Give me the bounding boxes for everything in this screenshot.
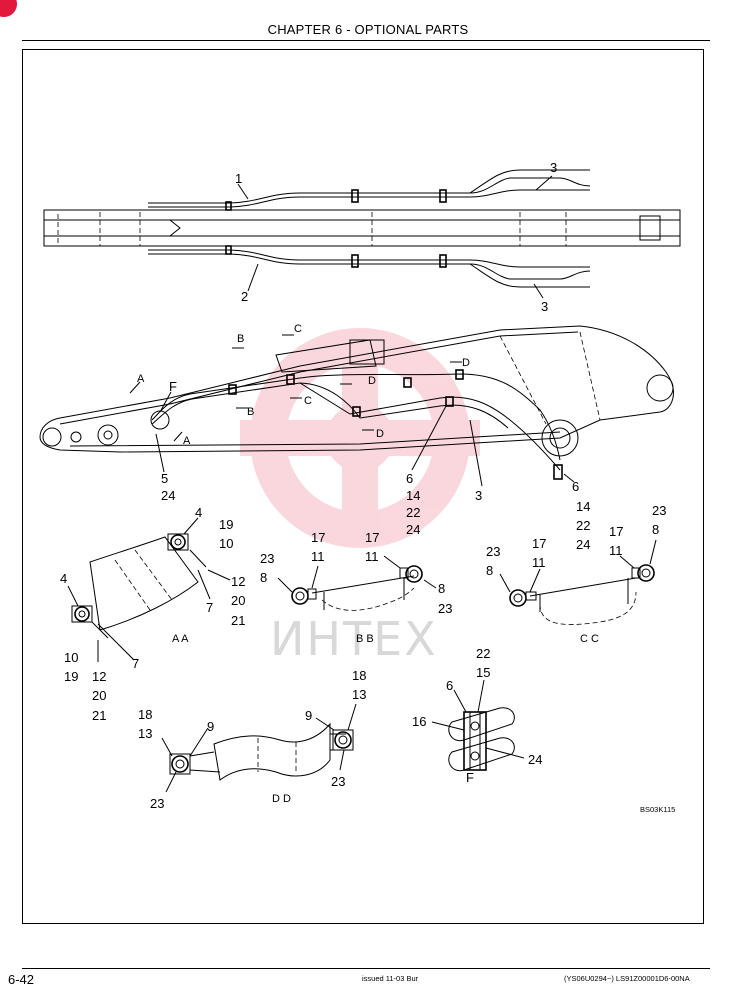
watermark-gear-logo bbox=[240, 328, 480, 548]
cc-callout-17-left: 17 bbox=[532, 536, 546, 551]
section-marker-a: A bbox=[137, 373, 145, 385]
view-aa-detail bbox=[67, 517, 231, 662]
dd-callout-18-left: 18 bbox=[138, 707, 152, 722]
cc-callout-23-left: 23 bbox=[486, 544, 500, 559]
dd-callout-23-left: 23 bbox=[150, 796, 164, 811]
callout-5: 5 bbox=[161, 471, 168, 486]
boom-side-view bbox=[39, 325, 674, 487]
bb-callout-11-left: 11 bbox=[311, 549, 325, 564]
header-rule bbox=[22, 40, 710, 41]
section-marker-b2: B bbox=[247, 406, 254, 418]
aa-callout-4-top: 4 bbox=[195, 505, 202, 520]
bb-callout-23-right: 23 bbox=[438, 601, 452, 616]
view-f-detail bbox=[431, 679, 525, 772]
view-bb-detail bbox=[277, 555, 437, 611]
f-callout-16: 16 bbox=[412, 714, 426, 729]
aa-callout-7-top: 7 bbox=[206, 600, 213, 615]
section-marker-c: C bbox=[294, 323, 302, 335]
cc-callout-11-right: 11 bbox=[609, 543, 623, 558]
f-callout-6: 6 bbox=[446, 678, 453, 693]
chapter-title: CHAPTER 6 - OPTIONAL PARTS bbox=[267, 22, 469, 37]
callout-6-right: 6 bbox=[572, 479, 579, 494]
view-bb-label: B B bbox=[356, 633, 374, 645]
dd-callout-23-right: 23 bbox=[331, 774, 345, 789]
dd-callout-18-right: 18 bbox=[352, 668, 366, 683]
callout-14-side: 14 bbox=[406, 488, 420, 503]
callout-2: 2 bbox=[241, 289, 248, 304]
dd-callout-9-right: 9 bbox=[305, 708, 312, 723]
watermark-text: ИНТЕХ bbox=[270, 612, 438, 666]
callout-1: 1 bbox=[235, 171, 242, 186]
callout-3-side: 3 bbox=[475, 488, 482, 503]
dd-callout-13-left: 13 bbox=[138, 726, 152, 741]
aa-callout-10-top: 10 bbox=[219, 536, 233, 551]
view-cc-label: C C bbox=[580, 633, 599, 645]
aa-callout-21-bottom: 21 bbox=[92, 708, 106, 723]
f-callout-24: 24 bbox=[528, 752, 542, 767]
callout-24-side: 24 bbox=[406, 522, 420, 537]
aa-callout-12-top: 12 bbox=[231, 574, 245, 589]
issued-date: issued 11-03 Bur bbox=[362, 974, 419, 983]
page-number: 6-42 bbox=[8, 972, 35, 987]
aa-callout-7-bottom: 7 bbox=[132, 656, 139, 671]
bb-callout-17-right: 17 bbox=[365, 530, 379, 545]
aa-callout-12-bottom: 12 bbox=[92, 669, 106, 684]
section-marker-d3: D bbox=[376, 428, 384, 440]
corner-tab-mark bbox=[0, 0, 17, 17]
view-cc-detail bbox=[499, 539, 657, 625]
bb-callout-11-right: 11 bbox=[365, 549, 379, 564]
footer-rule bbox=[22, 968, 710, 969]
figure-code: BS03K115 bbox=[640, 805, 675, 814]
callout-24-right: 24 bbox=[576, 537, 590, 552]
aa-callout-19-top: 19 bbox=[219, 517, 233, 532]
callout-6-side: 6 bbox=[406, 471, 413, 486]
callout-3-lower: 3 bbox=[541, 299, 548, 314]
callout-24: 24 bbox=[161, 488, 175, 503]
f-callout-15: 15 bbox=[476, 665, 490, 680]
bb-callout-17-left: 17 bbox=[311, 530, 325, 545]
aa-callout-20-top: 20 bbox=[231, 593, 245, 608]
aa-callout-19-bottom: 19 bbox=[64, 669, 78, 684]
view-dd-detail bbox=[161, 703, 357, 793]
bb-callout-8-left: 8 bbox=[260, 570, 267, 585]
boom-top-view bbox=[43, 169, 681, 299]
f-callout-22: 22 bbox=[476, 646, 490, 661]
callout-22-right: 22 bbox=[576, 518, 590, 533]
cc-callout-8-left: 8 bbox=[486, 563, 493, 578]
callout-22-side: 22 bbox=[406, 505, 420, 520]
section-marker-f: F bbox=[169, 379, 177, 394]
cc-callout-17-right: 17 bbox=[609, 524, 623, 539]
callout-3-upper: 3 bbox=[550, 160, 557, 175]
dd-callout-13-right: 13 bbox=[352, 687, 366, 702]
cc-callout-11-left: 11 bbox=[532, 555, 546, 570]
view-f-label: F bbox=[466, 770, 474, 785]
view-dd-label: D D bbox=[272, 793, 291, 805]
aa-callout-4-bottom: 4 bbox=[60, 571, 67, 586]
section-marker-d: D bbox=[368, 375, 376, 387]
aa-callout-21-top: 21 bbox=[231, 613, 245, 628]
view-aa-label: A A bbox=[172, 633, 189, 645]
section-marker-a2: A bbox=[183, 435, 191, 447]
section-marker-b: B bbox=[237, 333, 244, 345]
callout-14-right: 14 bbox=[576, 499, 590, 514]
section-marker-c2: C bbox=[304, 395, 312, 407]
cc-callout-23-right: 23 bbox=[652, 503, 666, 518]
bb-callout-8-right: 8 bbox=[438, 581, 445, 596]
dd-callout-9-left: 9 bbox=[207, 719, 214, 734]
bb-callout-23-left: 23 bbox=[260, 551, 274, 566]
aa-callout-10-bottom: 10 bbox=[64, 650, 78, 665]
document-reference: (YS06U0294~) LS91Z00001D6-00NA bbox=[564, 974, 690, 983]
aa-callout-20-bottom: 20 bbox=[92, 688, 106, 703]
cc-callout-8-right: 8 bbox=[652, 522, 659, 537]
figure-frame bbox=[22, 49, 704, 924]
section-marker-d2: D bbox=[462, 357, 470, 369]
